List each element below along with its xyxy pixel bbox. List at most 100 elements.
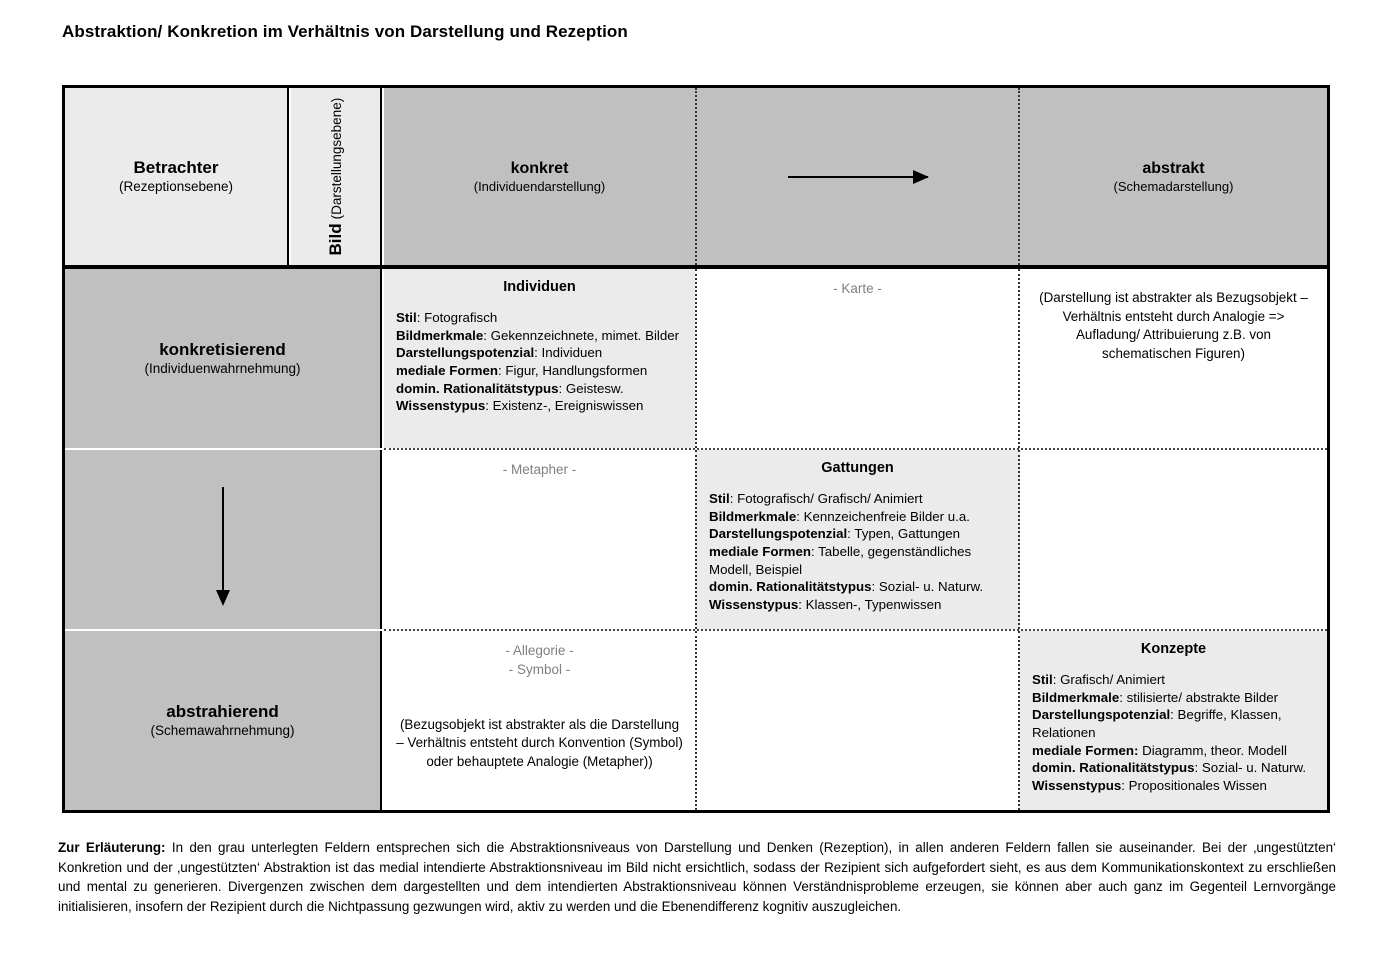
spec-line: domin. Rationalitätstypus: Sozial- u. Na… [709,578,1008,596]
footnote-body: In den grau unterlegten Feldern entsprec… [58,840,1336,914]
spec-value: : Kennzeichenfreie Bilder u.a. [796,508,970,524]
spec-line: mediale Formen: Diagramm, theor. Modell [1032,742,1317,760]
spec-value: : Klassen-, Typenwissen [798,597,942,613]
spec-key: Darstellungspotenzial [709,526,848,542]
cell-row3-middle-empty [695,631,1020,810]
spec-value: : Tabelle, gegenständliches Modell, Beis… [709,544,972,577]
header-betrachter: Betrachter (Rezeptionsebene) [65,88,289,265]
spec-line: Stil: Fotografisch/ Grafisch/ Animiert [709,490,1008,508]
arrow-right-icon [787,169,929,184]
spec-line: Stil: Grafisch/ Animiert [1032,671,1317,689]
spec-key: Stil [396,310,417,325]
header-betrachter-title: Betrachter [133,158,219,178]
row1-label-title: konkretisierend [159,340,286,360]
spec-value: : Begriffe, Klassen, Relationen [1032,707,1282,741]
row-label-abstrahierend: abstrahierend (Schemawahrnehmung) [65,631,382,810]
spec-value: : Existenz-, Ereigniswissen [485,398,644,414]
spec-key: domin. Rationalitätstypus [1032,760,1195,776]
header-bild-subtitle: (Darstellungsebene) [328,97,344,220]
header-abstrakt-title: abstrakt [1142,159,1205,177]
spec-key: Stil [1032,672,1053,687]
spec-value: : Individuen [534,345,603,361]
cell-metapher: - Metapher - [384,450,695,629]
spec-line: Bildmerkmale: Kennzeichenfreie Bilder u.… [709,508,1008,526]
spec-line: mediale Formen: Tabelle, gegenständliche… [709,543,1008,578]
header-betrachter-subtitle: (Rezeptionsebene) [118,178,234,194]
spec-value: : Gekennzeichnete, mimet. Bilder [483,327,680,343]
cell-row2-abstrakt-empty [1020,450,1327,629]
header-middle [695,88,1020,265]
spec-key: Wissenstypus [709,597,799,613]
spec-key: Wissenstypus [396,398,486,414]
spec-value: : Geistesw. [558,380,624,396]
spec-line: Bildmerkmale: stilisierte/ abstrakte Bil… [1032,689,1317,707]
spec-key: domin. Rationalitätstypus [709,579,872,595]
spec-value: : Fotografisch [416,310,498,325]
cell-allegorie-symbol-ghost: - Allegorie -- Symbol - [505,643,574,677]
spec-key: Darstellungspotenzial [1032,707,1171,723]
header-abstrakt-subtitle: (Schemadarstellung) [1113,178,1234,194]
cell-allegorie-symbol-note: (Bezugsobjekt ist abstrakter als die Dar… [396,716,683,769]
row1-label-subtitle: (Individuenwahrnehmung) [144,360,301,376]
spec-key: mediale Formen [396,363,498,379]
cell-individuen-title: Individuen [503,279,576,295]
spec-line: Wissenstypus: Existenz-, Ereigniswissen [396,397,685,415]
cell-row1-abstrakt-note: (Darstellung ist abstrakter als Bezugsob… [1020,269,1327,448]
spec-line: Wissenstypus: Klassen-, Typenwissen [709,596,1008,614]
header-abstrakt: abstrakt (Schemadarstellung) [1020,88,1327,265]
spec-line: Wissenstypus: Propositionales Wissen [1032,777,1317,795]
spec-key: mediale Formen: [1032,742,1139,758]
cell-karte-ghost: - Karte - [833,281,882,296]
row3-label-subtitle: (Schemawahrnehmung) [150,722,295,738]
spec-key: Wissenstypus [1032,778,1122,794]
header-konkret-subtitle: (Individuendarstellung) [473,178,606,194]
cell-konzepte-title: Konzepte [1140,641,1207,657]
header-konkret: konkret (Individuendarstellung) [384,88,695,265]
spec-key: Darstellungspotenzial [396,345,535,361]
spec-key: Bildmerkmale [709,508,797,524]
spec-value: : Propositionales Wissen [1121,778,1267,794]
spec-key: domin. Rationalitätstypus [396,380,559,396]
spec-key: Bildmerkmale [396,327,484,343]
header-bild-title: Bild [325,223,345,256]
row3-label-title: abstrahierend [166,702,279,722]
spec-value: : Sozial- u. Naturw. [871,579,984,595]
spec-line: Darstellungspotenzial: Individuen [396,344,685,362]
cell-row1-abstrakt-note-text: (Darstellung ist abstrakter als Bezugsob… [1039,290,1308,361]
spec-line: mediale Formen: Figur, Handlungsformen [396,362,685,380]
cell-gattungen-title: Gattungen [821,460,894,476]
spec-value: : Fotografisch/ Grafisch/ Animiert [729,491,923,506]
header-divider [65,265,1327,269]
spec-value: : Sozial- u. Naturw. [1194,760,1307,776]
spec-key: Stil [709,491,730,506]
header-konkret-title: konkret [510,159,569,177]
spec-value: : stilisierte/ abstrakte Bilder [1119,689,1279,705]
row-label-arrow-down [65,450,382,629]
arrow-down-icon [215,487,230,606]
spec-value: : Grafisch/ Animiert [1052,672,1166,687]
explanation-footnote: Zur Erläuterung: In den grau unterlegten… [58,838,1336,916]
spec-value: : Figur, Handlungsformen [497,363,648,379]
spec-line: domin. Rationalitätstypus: Geistesw. [396,380,685,398]
abstraction-matrix: Betrachter (Rezeptionsebene) Bild (Darst… [62,85,1330,813]
cell-allegorie-symbol: - Allegorie -- Symbol - (Bezugsobjekt is… [384,631,695,810]
spec-line: Stil: Fotografisch [396,309,685,327]
row-label-konkretisierend: konkretisierend (Individuenwahrnehmung) [65,269,382,448]
cell-metapher-ghost: - Metapher - [502,462,577,477]
cell-karte: - Karte - [695,269,1020,448]
footnote-lead: Zur Erläuterung: [58,840,166,855]
cell-gattungen: Gattungen Stil: Fotografisch/ Grafisch/ … [695,450,1020,629]
spec-line: Darstellungspotenzial: Typen, Gattungen [709,525,1008,543]
spec-key: mediale Formen [709,544,811,560]
header-bild: Bild (Darstellungsebene) [291,88,382,265]
row-divider-2 [384,629,1327,631]
spec-line: domin. Rationalitätstypus: Sozial- u. Na… [1032,759,1317,777]
spec-value: : Typen, Gattungen [847,526,961,542]
spec-line: Darstellungspotenzial: Begriffe, Klassen… [1032,706,1317,741]
spec-key: Bildmerkmale [1032,689,1120,705]
spec-value: Diagramm, theor. Modell [1138,742,1287,758]
